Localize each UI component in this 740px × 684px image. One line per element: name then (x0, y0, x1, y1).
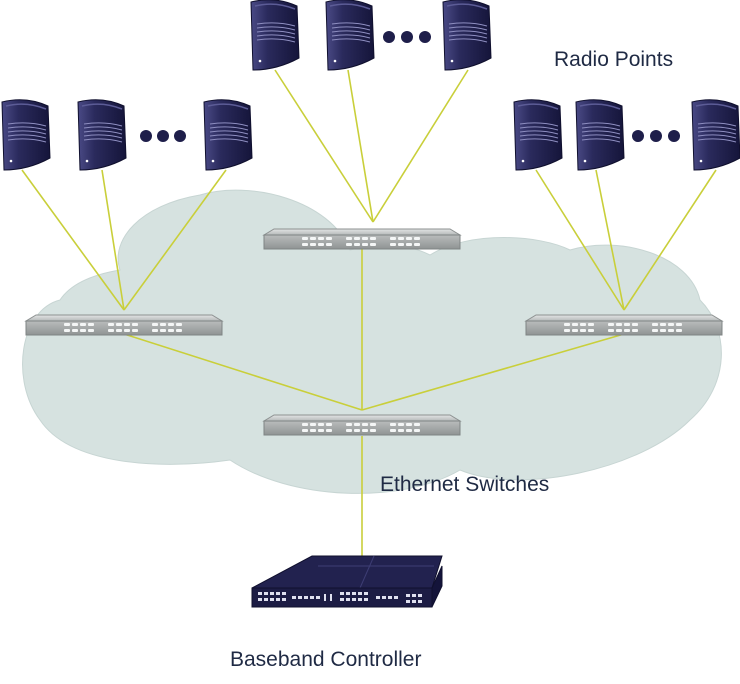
radio-point-device (203, 99, 253, 171)
network-links (21, 69, 717, 560)
radio-point-device (575, 99, 625, 171)
radio-point-device (1, 99, 51, 171)
ellipsis-icon (140, 130, 186, 142)
radio-point-device (442, 0, 492, 71)
radio-point-device (77, 99, 127, 171)
radio-point-group-right (513, 99, 740, 171)
network-cloud (22, 189, 722, 494)
ethernet-switch-left (25, 314, 223, 336)
radio-point-group-center (250, 0, 492, 71)
radio-point-device (513, 99, 563, 171)
ethernet-switch-right (525, 314, 723, 336)
radio-points-label: Radio Points (554, 48, 674, 71)
ethernet-switch-center (263, 228, 461, 250)
radio-point-device (325, 0, 375, 71)
radio-point-device (250, 0, 300, 71)
baseband-controller-device (251, 555, 443, 608)
ellipsis-icon (383, 31, 431, 43)
baseband-controller-label: Baseband Controller (230, 648, 422, 671)
ellipsis-icon (632, 130, 680, 142)
radio-point-device (691, 99, 740, 171)
ethernet-switch-main (263, 414, 461, 436)
radio-point-group-left (1, 99, 253, 171)
ethernet-switches-label: Ethernet Switches (380, 473, 550, 496)
